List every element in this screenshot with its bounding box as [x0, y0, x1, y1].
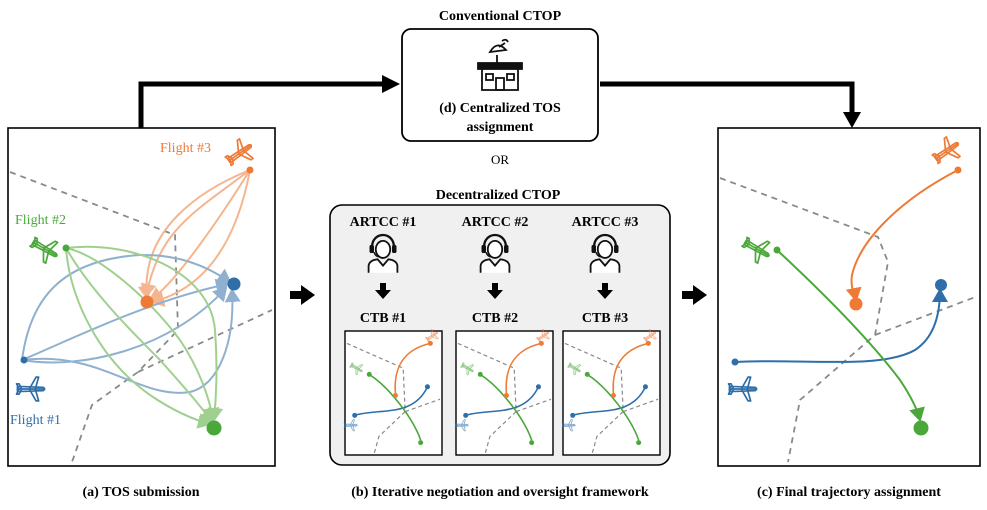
ctb-mini-map: [343, 327, 443, 456]
down-arrow-icon: [375, 290, 391, 299]
artcc-name: ARTCC #2: [462, 215, 529, 230]
panel-c-caption: (c) Final trajectory assignment: [757, 485, 941, 500]
artcc-columns: ARTCC #1 CTB #1 ARTCC #2 CTB #2 ARTCC #3 CTB …: [343, 215, 661, 456]
down-arrow-icon: [843, 112, 861, 128]
down-arrow-icon: [487, 290, 503, 299]
decentralized-title: Decentralized CTOP: [436, 188, 561, 203]
panel-c: [717, 127, 981, 467]
flight3-origin: [246, 166, 254, 174]
flight2-trajectories: [65, 245, 224, 429]
panel-b-caption: (b) Iterative negotiation and oversight …: [351, 485, 649, 500]
flight1-destination: [935, 279, 947, 291]
down-arrow-icon: [597, 290, 613, 299]
ctb-label: CTB #2: [472, 311, 518, 326]
artcc-column: ARTCC #3 CTB #3: [561, 215, 661, 456]
flight3-trajectories: [137, 169, 251, 307]
flow-arrows: [138, 75, 861, 305]
artcc-name: ARTCC #1: [350, 215, 417, 230]
ctb-mini-map: [561, 327, 661, 456]
panel-a: Flight #3 Flight #2 Flight #1: [7, 127, 276, 467]
flight2-destination: [913, 420, 929, 436]
ctb-mini-map: [454, 327, 554, 456]
flight1-label: Flight #1: [10, 413, 61, 428]
flight1-destination: [227, 277, 241, 291]
or-label: OR: [491, 152, 509, 167]
artcc-name: ARTCC #3: [572, 215, 639, 230]
flight2-label: Flight #2: [15, 213, 66, 228]
panel-a-caption: (a) TOS submission: [83, 485, 200, 500]
control-tower-icon: [477, 38, 523, 91]
conventional-title: Conventional CTOP: [439, 9, 562, 24]
flight2-origin: [62, 244, 70, 252]
artcc-column: ARTCC #1 CTB #1: [343, 215, 443, 456]
flight2-destination: [206, 420, 222, 436]
flight3-destination: [849, 297, 863, 311]
flight2-origin: [773, 246, 781, 254]
centralized-tos-box: [401, 28, 599, 142]
right-arrow-icon: [382, 75, 400, 93]
ctb-label: CTB #3: [582, 311, 628, 326]
flight3-label: Flight #3: [160, 141, 211, 156]
artcc-column: ARTCC #2 CTB #2: [454, 215, 554, 456]
right-arrow-icon: [693, 285, 707, 305]
flight2-final-trajectory: [776, 249, 925, 422]
flight1-origin: [731, 358, 739, 366]
conventional-ctop: Conventional CTOP (d) Centralized TOS as…: [401, 9, 599, 167]
flight1-final-trajectory: [734, 288, 948, 363]
centralized-line2: assignment: [467, 120, 534, 135]
flight3-origin: [954, 166, 962, 174]
flight3-destination: [140, 295, 154, 309]
sector-boundaries: [719, 177, 979, 463]
centralized-line1: (d) Centralized TOS: [439, 101, 561, 116]
flight3-final-trajectory: [845, 169, 959, 302]
flight1-origin: [20, 356, 28, 364]
ctb-label: CTB #1: [360, 311, 406, 326]
right-arrow-icon: [301, 285, 315, 305]
